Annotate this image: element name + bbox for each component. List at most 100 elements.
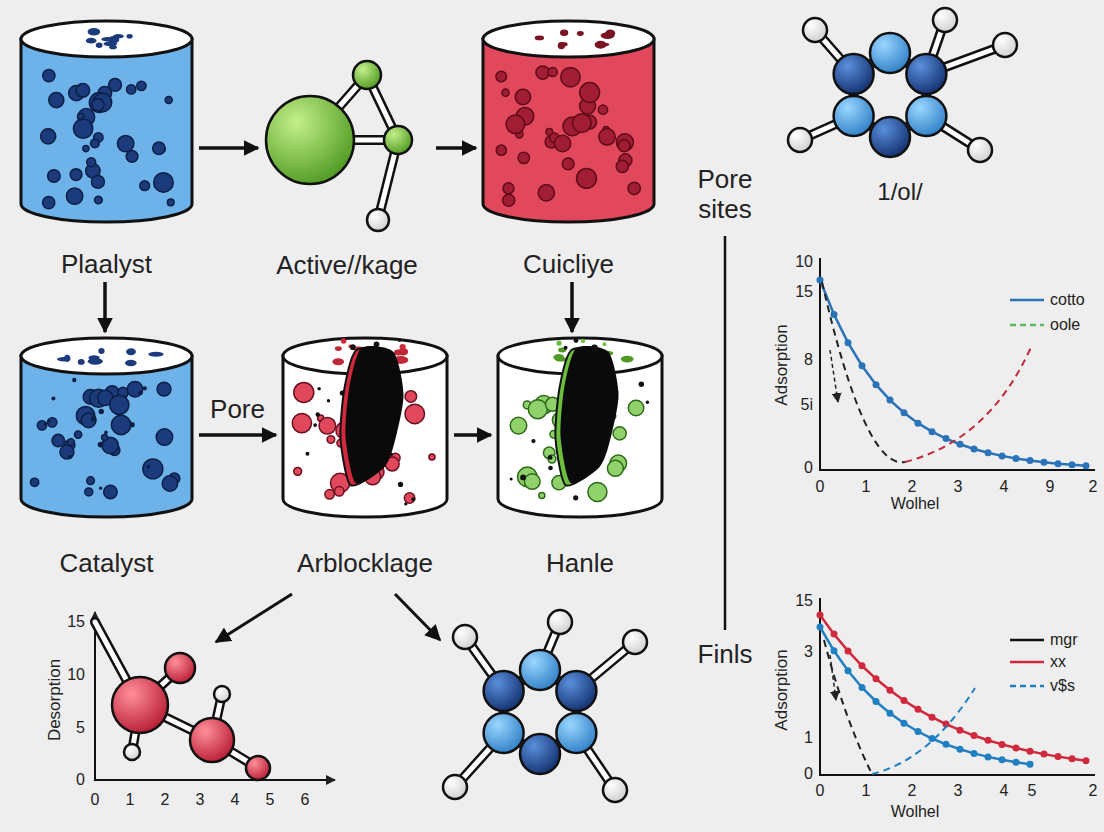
pore-dot <box>305 452 309 456</box>
flow-arrow <box>199 433 276 437</box>
atom-sphere <box>834 96 874 136</box>
pore <box>503 194 515 206</box>
pore <box>327 436 335 444</box>
data-point <box>915 420 922 427</box>
data-point <box>929 428 936 435</box>
data-point <box>873 675 880 682</box>
pore <box>496 71 507 82</box>
cylinder-top <box>21 21 192 57</box>
pore-dot <box>510 477 513 480</box>
pore-dot <box>548 455 553 460</box>
pore <box>524 474 540 490</box>
data-point <box>831 631 838 638</box>
pore <box>87 477 95 485</box>
tick-label: 3 <box>196 791 205 809</box>
top-pore <box>601 32 615 39</box>
tick-label: 1 <box>862 782 871 800</box>
data-curve <box>820 627 1030 764</box>
data-point <box>943 741 950 748</box>
tick-label: 5 <box>266 791 275 809</box>
pore <box>165 96 172 103</box>
data-point <box>873 698 880 705</box>
dashed-arrow <box>830 350 838 402</box>
pore <box>518 152 529 163</box>
pore <box>607 460 623 476</box>
pore <box>538 185 554 201</box>
data-point <box>873 381 880 388</box>
atom-sphere <box>906 54 946 94</box>
data-point <box>985 753 992 760</box>
legend-sample <box>1010 299 1044 302</box>
pore <box>127 85 136 94</box>
tick-label: 2 <box>161 791 170 809</box>
data-curve <box>822 282 905 462</box>
pore <box>127 381 143 397</box>
atom-sphere <box>266 96 354 184</box>
pore <box>554 135 570 151</box>
atom-sphere <box>788 128 812 152</box>
legend-sample <box>1010 639 1044 642</box>
legend-sample <box>1010 324 1044 327</box>
data-point <box>999 452 1006 459</box>
data-curve <box>820 280 1086 466</box>
pore-dot <box>639 381 644 386</box>
pore <box>292 413 311 432</box>
pointer-arrow <box>216 594 292 642</box>
flow-arrow <box>454 433 491 437</box>
atom-sphere <box>968 138 992 162</box>
catalyst-cylinder: Cuicliye <box>480 18 657 279</box>
top-pore <box>621 356 634 363</box>
data-curve <box>905 345 1032 462</box>
top-pore <box>148 352 163 357</box>
flow-arrow <box>436 146 476 150</box>
tick-label: 4 <box>1000 782 1009 800</box>
top-pore <box>127 34 133 39</box>
pore-dot <box>398 482 403 487</box>
pore <box>91 139 100 148</box>
top-pore <box>126 348 136 355</box>
pore <box>515 89 530 104</box>
tick-label: 0 <box>804 765 813 783</box>
pore-dot <box>143 386 147 390</box>
pore <box>87 158 96 167</box>
adsorption-chart <box>817 598 1096 775</box>
pore <box>294 467 302 475</box>
pore <box>616 134 633 151</box>
pore <box>404 493 414 503</box>
debris-dot <box>374 342 380 348</box>
data-point <box>887 687 894 694</box>
axis-line <box>95 612 335 780</box>
atom-sphere <box>993 33 1017 57</box>
pore-dot <box>573 495 578 500</box>
axis-title: Adsorption <box>772 649 792 730</box>
top-pore <box>113 34 124 38</box>
legend-sample <box>1010 685 1044 688</box>
data-point <box>1083 757 1090 764</box>
node-label: Hanle <box>546 548 614 578</box>
atom-sphere <box>384 126 412 154</box>
pore-dot <box>47 419 50 422</box>
pore <box>81 413 96 428</box>
flow-arrow <box>103 282 107 332</box>
pore <box>68 439 75 446</box>
top-pore <box>560 29 568 36</box>
top-pore <box>553 354 564 361</box>
pore <box>73 119 92 138</box>
pore <box>110 395 129 414</box>
pore-dot <box>104 431 108 435</box>
pore <box>548 455 556 463</box>
data-point <box>901 720 908 727</box>
tick-label: 1 <box>804 729 813 747</box>
axis-title: Desorption <box>45 659 65 741</box>
data-point <box>1013 745 1020 752</box>
pore <box>506 115 525 134</box>
top-pore <box>595 41 607 49</box>
pore <box>117 135 133 151</box>
tick-label: 0 <box>816 478 825 496</box>
cylinder-shape <box>480 18 657 225</box>
top-pore <box>101 37 113 41</box>
atom-sphere <box>520 734 560 774</box>
data-point <box>1027 748 1034 755</box>
pore <box>503 183 514 194</box>
pore <box>52 434 64 446</box>
